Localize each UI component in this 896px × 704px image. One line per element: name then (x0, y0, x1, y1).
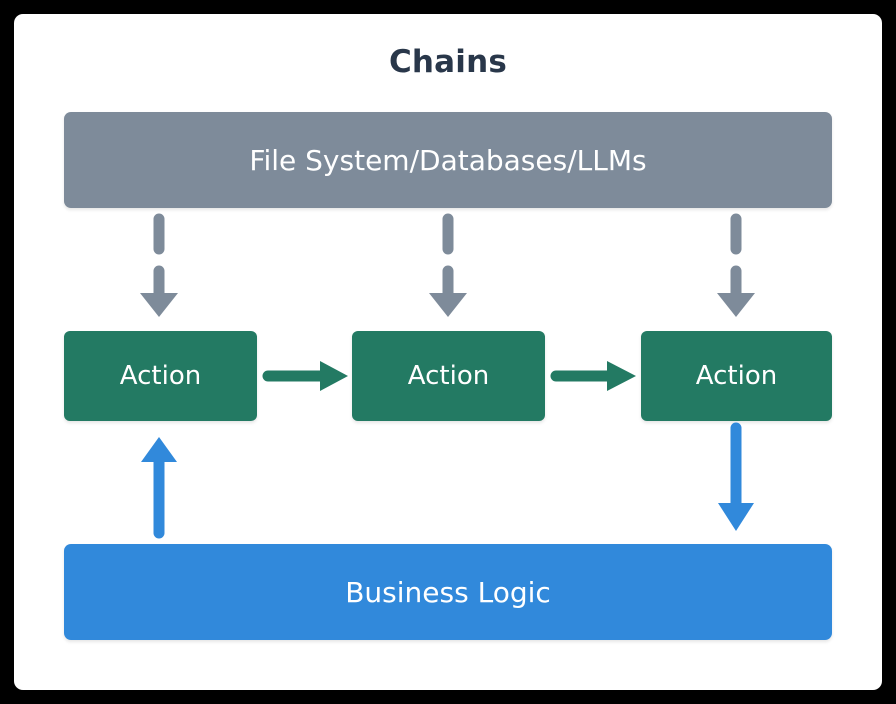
node-action-2[interactable]: Action (352, 331, 545, 421)
page-title: Chains (388, 44, 508, 80)
node-label-business-logic: Business Logic (345, 575, 551, 609)
node-business-logic[interactable]: Business Logic (64, 544, 832, 640)
node-action-1[interactable]: Action (64, 331, 257, 421)
node-label-sources: File System/Databases/LLMs (249, 143, 647, 177)
node-action-3[interactable]: Action (641, 331, 832, 421)
node-label-action-1: Action (119, 361, 202, 391)
node-file-system-databases-llms[interactable]: File System/Databases/LLMs (64, 112, 832, 208)
node-label-action-3: Action (695, 361, 778, 391)
node-label-action-2: Action (407, 361, 490, 391)
